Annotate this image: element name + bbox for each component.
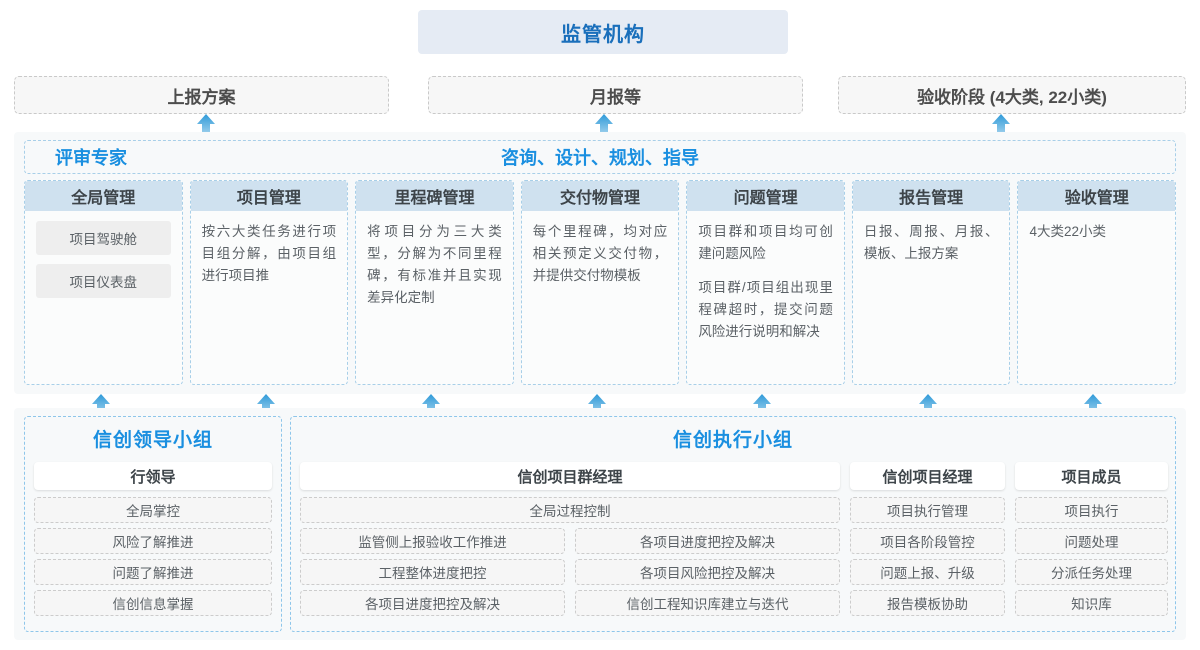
capability-paragraph: 每个里程碑，均对应相关预定义交付物，并提供交付物模板 — [532, 224, 668, 283]
capability-chip[interactable]: 项目仪表盘 — [36, 264, 171, 298]
arrow-up-icon — [588, 394, 606, 420]
role-item[interactable]: 项目执行管理 — [850, 497, 1005, 523]
capability-paragraph: 按六大类任务进行项目组分解，由项目组进行项目推 — [201, 224, 337, 283]
capability-card-milestone-body: 将项目分为三大类型，分解为不同里程碑，有标准并且实现差异化定制 — [356, 211, 513, 384]
program-manager-subcolumns: 监管侧上报验收工作推进 工程整体进度把控 各项目进度把控及解决 各项目进度把控及… — [300, 528, 840, 616]
advisory-band-center-label: 咨询、设计、规划、指导 — [501, 148, 699, 168]
arrow-up-icon — [753, 394, 771, 420]
role-item[interactable]: 问题处理 — [1015, 528, 1168, 554]
group-leadership-roles: 行领导 全局掌控 风险了解推进 问题了解推进 信创信息掌握 — [34, 462, 272, 622]
arrow-up-icon — [92, 394, 110, 420]
arrow-up-icon — [992, 114, 1010, 140]
role-item[interactable]: 知识库 — [1015, 590, 1168, 616]
role-item[interactable]: 信创信息掌握 — [34, 590, 272, 616]
capability-card-deliverable-title: 交付物管理 — [521, 181, 679, 211]
role-item[interactable]: 各项目进度把控及解决 — [300, 590, 565, 616]
capability-paragraph: 4大类22小类 — [1029, 224, 1106, 239]
arrow-up-icon — [1084, 394, 1102, 420]
regulator-label: 监管机构 — [561, 23, 645, 46]
report-box-acceptance[interactable]: 验收阶段 (4大类, 22小类) — [838, 76, 1186, 114]
role-item[interactable]: 问题上报、升级 — [850, 559, 1005, 585]
role-item[interactable]: 全局过程控制 — [300, 497, 840, 523]
program-manager-left-column: 监管侧上报验收工作推进 工程整体进度把控 各项目进度把控及解决 — [300, 528, 565, 616]
role-item[interactable]: 监管侧上报验收工作推进 — [300, 528, 565, 554]
capability-paragraph: 日报、周报、月报、模板、上报方案 — [863, 224, 999, 261]
role-column-project-manager: 信创项目经理 项目执行管理 项目各阶段管控 问题上报、升级 报告模板协助 — [850, 462, 1005, 622]
capability-card-issue-title: 问题管理 — [687, 181, 844, 211]
group-execution: 信创执行小组 信创项目群经理 全局过程控制 监管侧上报验收工作推进 工程整体进度… — [290, 416, 1176, 632]
capability-paragraph: 项目群和项目均可创建问题风险 — [698, 224, 833, 261]
role-item[interactable]: 项目执行 — [1015, 497, 1168, 523]
capability-card-report[interactable]: 报告管理 日报、周报、月报、模板、上报方案 — [851, 180, 1011, 385]
role-title[interactable]: 信创项目经理 — [850, 462, 1005, 490]
report-box-acceptance-label: 验收阶段 (4大类, 22小类) — [917, 87, 1107, 107]
capability-paragraph: 项目群/项目组出现里程碑超时，提交问题风险进行说明和解决 — [698, 280, 833, 339]
role-item[interactable]: 风险了解推进 — [34, 528, 272, 554]
capability-card-report-title: 报告管理 — [852, 181, 1010, 211]
role-item[interactable]: 工程整体进度把控 — [300, 559, 565, 585]
capability-paragraph: 将项目分为三大类型，分解为不同里程碑，有标准并且实现差异化定制 — [367, 224, 502, 305]
arrow-up-icon — [595, 114, 613, 140]
advisory-band: 评审专家 咨询、设计、规划、指导 — [24, 140, 1176, 174]
role-column-project-member: 项目成员 项目执行 问题处理 分派任务处理 知识库 — [1015, 462, 1168, 622]
report-box-plan-label: 上报方案 — [167, 87, 236, 107]
capability-card-deliverable-body: 每个里程碑，均对应相关预定义交付物，并提供交付物模板 — [522, 211, 679, 384]
report-box-plan[interactable]: 上报方案 — [14, 76, 389, 114]
capability-columns: 全局管理 项目驾驶舱 项目仪表盘 项目管理 按六大类任务进行项目组分解，由项目组… — [24, 180, 1177, 385]
capability-card-acceptance-body: 4大类22小类 — [1018, 211, 1175, 384]
arrow-up-icon — [257, 394, 275, 420]
role-column-program-manager: 信创项目群经理 全局过程控制 监管侧上报验收工作推进 工程整体进度把控 各项目进… — [300, 462, 840, 622]
role-item[interactable]: 项目各阶段管控 — [850, 528, 1005, 554]
arrow-up-icon — [919, 394, 937, 420]
arrow-up-icon — [197, 114, 215, 140]
advisory-band-left-label: 评审专家 — [55, 148, 127, 168]
capability-card-global-body: 项目驾驶舱 项目仪表盘 — [25, 211, 182, 384]
capability-card-milestone[interactable]: 里程碑管理 将项目分为三大类型，分解为不同里程碑，有标准并且实现差异化定制 — [355, 180, 514, 385]
role-column-bank-leader: 行领导 全局掌控 风险了解推进 问题了解推进 信创信息掌握 — [34, 462, 272, 622]
middle-panel: 评审专家 咨询、设计、规划、指导 全局管理 项目驾驶舱 项目仪表盘 项目管理 按… — [14, 132, 1186, 394]
role-item[interactable]: 问题了解推进 — [34, 559, 272, 585]
regulator-box: 监管机构 — [418, 10, 788, 54]
bottom-panel: 信创领导小组 行领导 全局掌控 风险了解推进 问题了解推进 信创信息掌握 信创执… — [14, 408, 1186, 640]
program-manager-right-column: 各项目进度把控及解决 各项目风险把控及解决 信创工程知识库建立与迭代 — [575, 528, 840, 616]
role-item[interactable]: 分派任务处理 — [1015, 559, 1168, 585]
capability-card-acceptance[interactable]: 验收管理 4大类22小类 — [1017, 180, 1177, 385]
role-item[interactable]: 报告模板协助 — [850, 590, 1005, 616]
capability-card-issue-body: 项目群和项目均可创建问题风险 项目群/项目组出现里程碑超时，提交问题风险进行说明… — [687, 211, 844, 384]
group-leadership: 信创领导小组 行领导 全局掌控 风险了解推进 问题了解推进 信创信息掌握 — [24, 416, 282, 632]
role-item[interactable]: 全局掌控 — [34, 497, 272, 523]
capability-card-issue[interactable]: 问题管理 项目群和项目均可创建问题风险 项目群/项目组出现里程碑超时，提交问题风… — [686, 180, 845, 385]
capability-card-project[interactable]: 项目管理 按六大类任务进行项目组分解，由项目组进行项目推 — [189, 180, 349, 385]
role-item[interactable]: 信创工程知识库建立与迭代 — [575, 590, 840, 616]
role-title[interactable]: 行领导 — [34, 462, 272, 490]
role-title[interactable]: 信创项目群经理 — [300, 462, 840, 490]
arrow-up-icon — [422, 394, 440, 420]
capability-chip[interactable]: 项目驾驶舱 — [36, 221, 171, 255]
group-leadership-title: 信创领导小组 — [92, 430, 213, 451]
report-box-monthly[interactable]: 月报等 — [428, 76, 803, 114]
capability-card-project-body: 按六大类任务进行项目组分解，由项目组进行项目推 — [191, 211, 348, 384]
capability-card-report-body: 日报、周报、月报、模板、上报方案 — [853, 211, 1010, 384]
report-box-monthly-label: 月报等 — [590, 87, 641, 107]
group-execution-title: 信创执行小组 — [672, 430, 793, 451]
capability-card-global-title: 全局管理 — [25, 181, 182, 211]
capability-card-project-title: 项目管理 — [190, 181, 348, 211]
capability-card-milestone-title: 里程碑管理 — [356, 181, 513, 211]
capability-card-deliverable[interactable]: 交付物管理 每个里程碑，均对应相关预定义交付物，并提供交付物模板 — [520, 180, 680, 385]
role-item[interactable]: 各项目风险把控及解决 — [575, 559, 840, 585]
role-title[interactable]: 项目成员 — [1015, 462, 1168, 490]
capability-card-global[interactable]: 全局管理 项目驾驶舱 项目仪表盘 — [24, 180, 183, 385]
role-item[interactable]: 各项目进度把控及解决 — [575, 528, 840, 554]
capability-card-acceptance-title: 验收管理 — [1018, 181, 1176, 211]
report-boxes-row: 上报方案 月报等 验收阶段 (4大类, 22小类) — [14, 76, 1186, 114]
